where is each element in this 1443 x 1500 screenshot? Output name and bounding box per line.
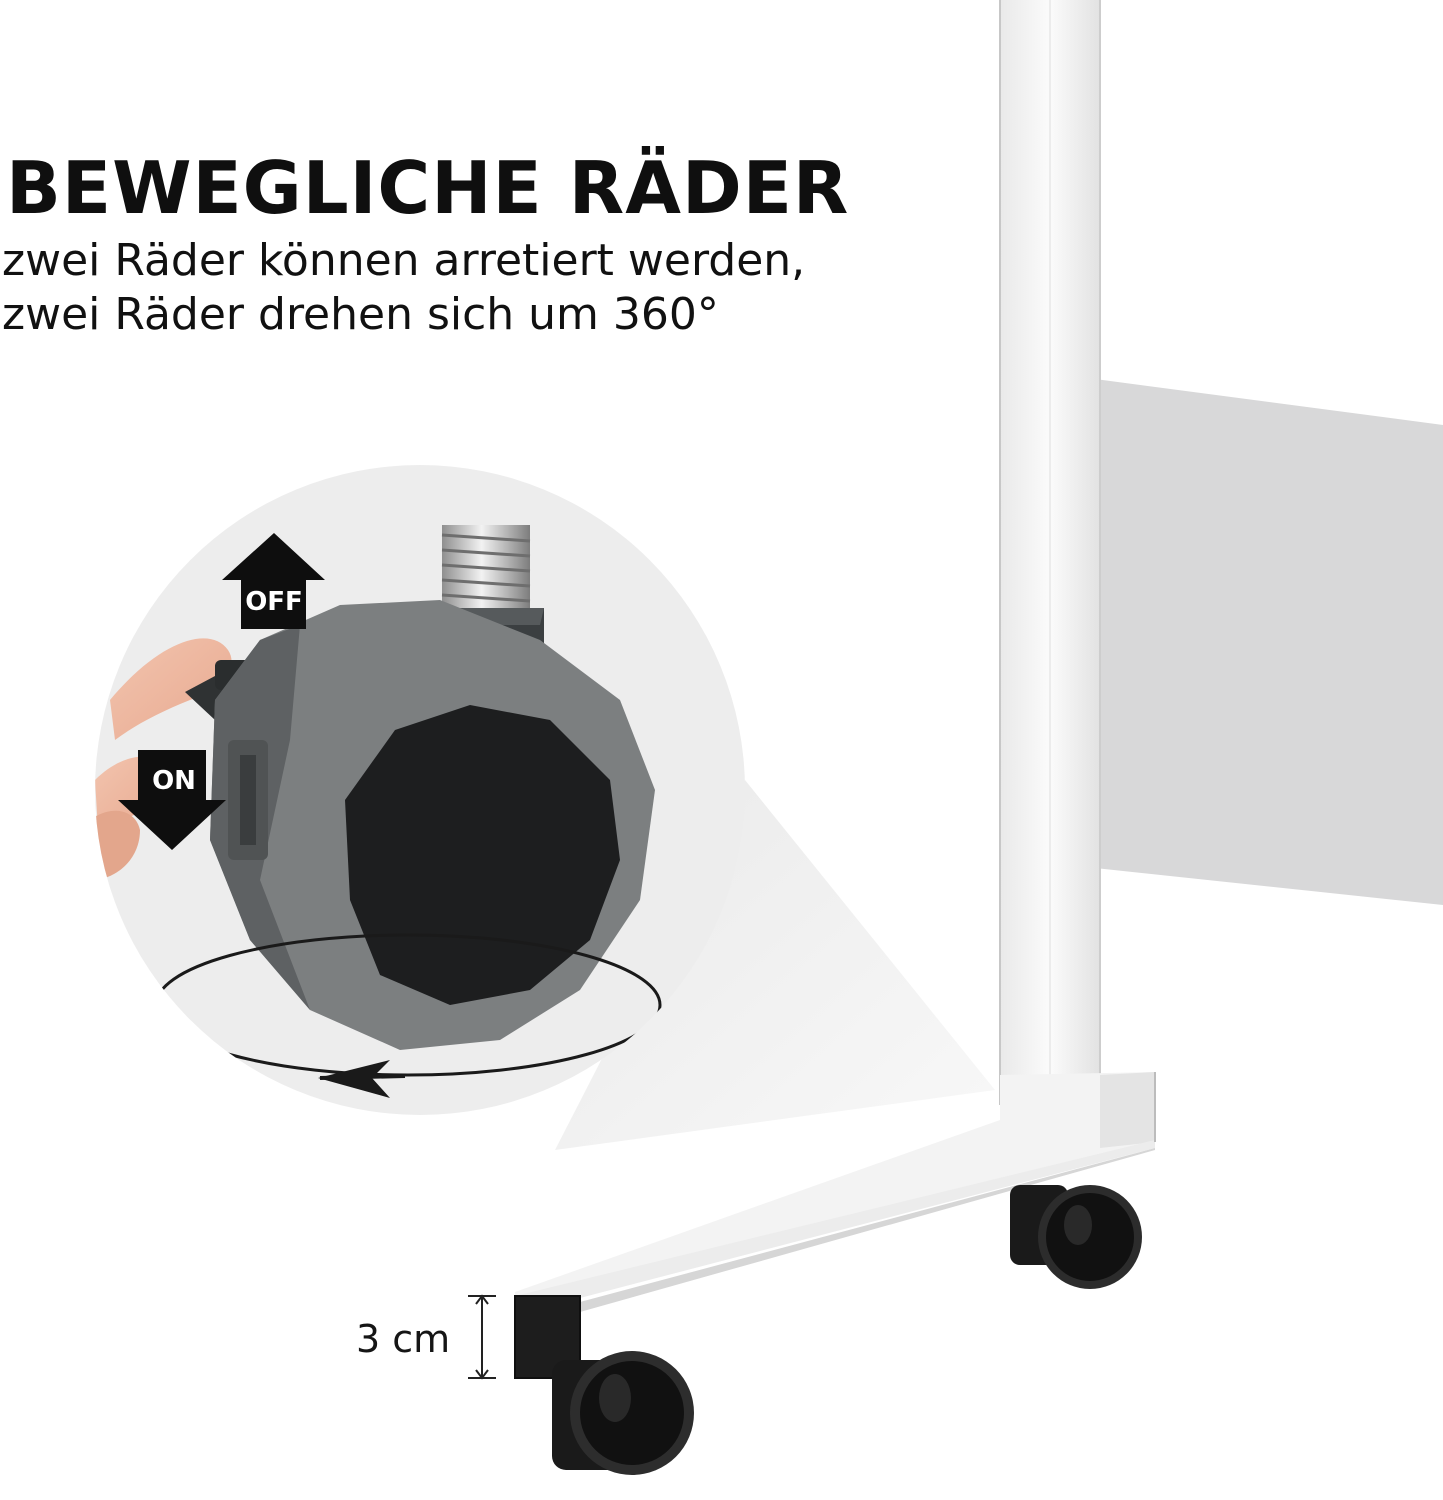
zoom-content bbox=[95, 525, 662, 1098]
table-panel bbox=[1074, 379, 1443, 905]
headline: BEWEGLICHE RÄDER bbox=[6, 146, 850, 230]
zoom-cone bbox=[555, 780, 995, 1150]
lock-arrow-icon bbox=[118, 750, 226, 850]
subline-locking: zwei Räder können arretiert werden, bbox=[2, 235, 806, 286]
frame-post bbox=[999, 0, 1101, 1105]
caster-front bbox=[552, 1351, 694, 1475]
caster-rear bbox=[1010, 1185, 1142, 1289]
height-dimension-marker bbox=[468, 1294, 496, 1380]
release-arrow-icon bbox=[222, 533, 325, 629]
subline-swivel: zwei Räder drehen sich um 360° bbox=[2, 289, 719, 340]
dimension-label: 3 cm bbox=[356, 1317, 451, 1361]
lock-label: ON bbox=[152, 766, 196, 796]
release-label: OFF bbox=[245, 587, 303, 617]
